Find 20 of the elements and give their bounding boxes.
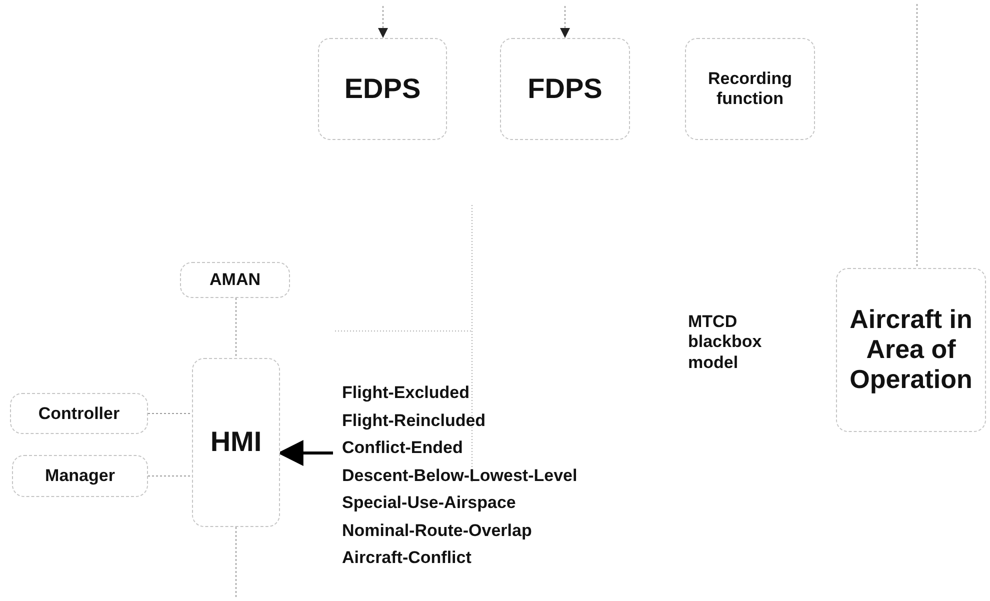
event-label: Conflict-Ended xyxy=(342,437,464,459)
process-box: Aircraft in Area of Operation xyxy=(836,268,986,432)
process-box: AMAN xyxy=(180,262,290,298)
event-label: Special-Use-Airspace xyxy=(342,492,517,514)
arrow xyxy=(560,6,570,38)
event-label: Flight-Reincluded xyxy=(342,410,487,432)
process-box: Controller xyxy=(10,393,148,434)
event-label: Aircraft-Conflict xyxy=(342,547,472,569)
event-label: Descent-Below-Lowest-Level xyxy=(342,464,578,486)
process-box: EDPS xyxy=(318,38,447,140)
arrow xyxy=(378,6,388,38)
event-label: Flight-Excluded xyxy=(342,382,470,404)
process-box: Manager xyxy=(12,455,148,497)
process-box: FDPS xyxy=(500,38,630,140)
model-label: MTCD blackbox model xyxy=(688,312,788,384)
process-box: HMI xyxy=(192,358,280,527)
connector-line xyxy=(916,4,918,268)
process-box: Recording function xyxy=(685,38,815,140)
connector-line xyxy=(148,413,192,414)
event-label: Nominal-Route-Overlap xyxy=(342,520,533,542)
